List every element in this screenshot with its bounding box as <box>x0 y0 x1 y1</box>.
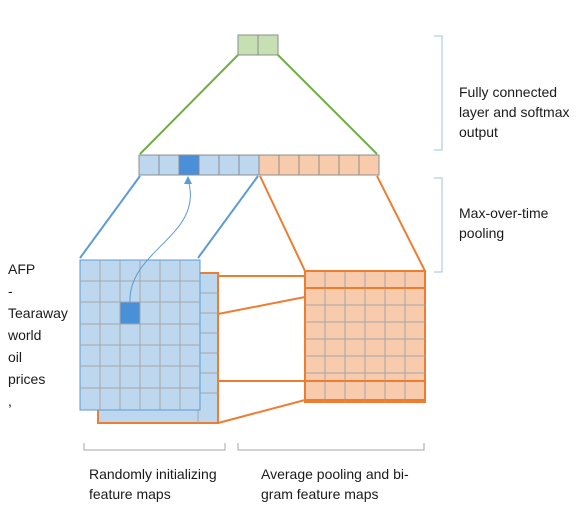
bracket-avg-pooling <box>237 443 425 451</box>
bracket-random-maps <box>83 443 226 451</box>
random-feature-maps-label: Randomly initializing feature maps <box>89 466 217 502</box>
bracket-max-pooling <box>434 177 443 273</box>
fully-connected-label: Fully connected layer and softmax output <box>459 84 570 140</box>
average-pooling-label: Average pooling and bi-gram feature maps <box>261 466 409 502</box>
orange-pooling-lines <box>259 175 426 272</box>
pooled-vector-blue-half <box>138 154 260 176</box>
max-pooling-label: Max-over-time pooling <box>459 205 549 241</box>
input-word: - <box>8 283 13 299</box>
max-selection-arrow <box>129 176 192 303</box>
input-word: AFP <box>8 261 36 277</box>
input-word: world <box>8 327 42 343</box>
input-word: Tearaway <box>8 305 68 321</box>
pooled-vector <box>138 154 380 176</box>
input-word: oil <box>8 349 23 365</box>
blue-pooling-lines <box>79 175 259 259</box>
bigram-feature-map <box>304 270 426 403</box>
input-sentence: AFP - Tearaway world oil prices , <box>8 258 68 412</box>
bracket-fully-connected <box>434 35 443 151</box>
feature-map-front <box>79 259 201 411</box>
pooled-vector-orange-half <box>258 154 380 176</box>
selected-feature-cell <box>119 301 141 325</box>
bigram-mapping-lines <box>217 275 306 424</box>
input-word: , <box>8 393 12 409</box>
fully-connected-lines <box>139 54 378 155</box>
input-word: prices <box>8 371 46 387</box>
softmax-output <box>237 34 279 56</box>
